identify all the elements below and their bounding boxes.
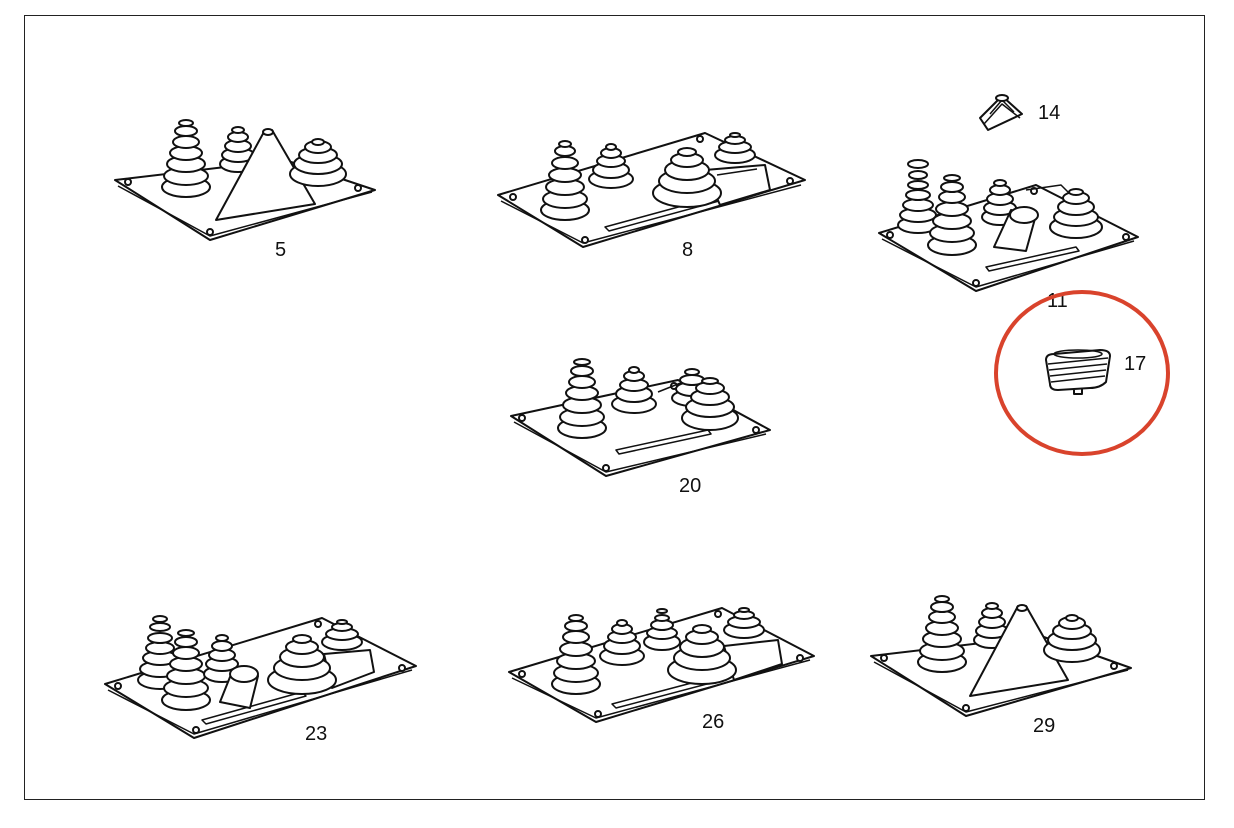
- part-label-8: 8: [682, 239, 694, 261]
- highlight-circle: [994, 290, 1170, 456]
- part-14-drawing: [976, 90, 1036, 135]
- part-11-drawing: [876, 155, 1141, 295]
- part-label-5: 5: [275, 239, 287, 261]
- part-label-17: 17: [1124, 353, 1147, 375]
- part-label-26: 26: [702, 711, 725, 733]
- part-23-drawing: [102, 612, 420, 742]
- part-17-drawing: [1040, 346, 1115, 396]
- part-26-drawing: [506, 600, 818, 725]
- part-8-drawing: [495, 125, 810, 250]
- part-label-23: 23: [305, 723, 328, 745]
- diagram-frame: [24, 15, 1205, 800]
- part-label-20: 20: [679, 475, 702, 497]
- part-5-drawing: [110, 112, 380, 242]
- part-label-14: 14: [1038, 102, 1061, 124]
- part-label-29: 29: [1033, 715, 1056, 737]
- part-20-drawing: [508, 352, 773, 480]
- part-29-drawing: [866, 592, 1136, 722]
